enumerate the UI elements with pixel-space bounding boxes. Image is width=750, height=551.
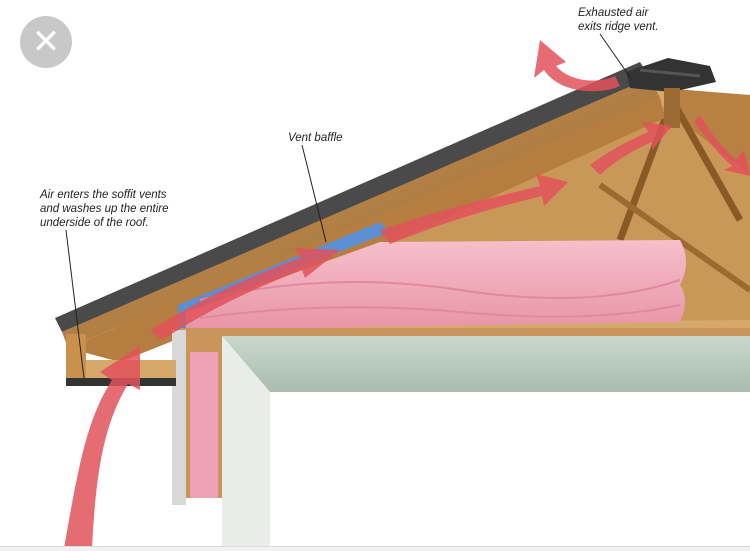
- drywall-ceiling: [222, 336, 750, 392]
- airflow-arrow-right: [694, 115, 750, 176]
- airflow-arrow-exhaust: [534, 40, 620, 92]
- leader-line-exhaust: [599, 33, 633, 81]
- airflow-arrows: [64, 40, 750, 548]
- close-icon: ✕: [31, 22, 61, 62]
- leader-line-soffit: [65, 229, 85, 379]
- callout-soffit: Air enters the soffit vents and washes u…: [40, 189, 169, 229]
- callout-vent-baffle: Vent baffle: [288, 132, 343, 144]
- wall-insulation: [190, 352, 218, 498]
- airflow-arrow-baffle: [150, 248, 340, 340]
- airflow-arrow-soffit: [64, 346, 140, 548]
- truss-member: [668, 98, 744, 222]
- close-button[interactable]: ✕: [20, 16, 72, 68]
- leader-line-baffle: [301, 144, 327, 243]
- roof-sheathing: [62, 78, 660, 348]
- shingles: [55, 62, 650, 332]
- truss-member: [616, 98, 676, 242]
- fascia: [66, 334, 86, 380]
- bottom-edge: [0, 546, 750, 551]
- interior-wall: [222, 336, 270, 551]
- ridge-vent-fin: [639, 68, 701, 78]
- ceiling-joist: [180, 328, 750, 338]
- sheathing-wall: [172, 330, 186, 505]
- ridge-vent: [626, 58, 716, 92]
- callout-exhaust: Exhausted air exits ridge vent.: [578, 7, 659, 33]
- airflow-arrow-attic: [380, 174, 568, 244]
- room-interior: [270, 392, 750, 551]
- insulation-texture: [199, 279, 681, 301]
- ridge-board: [664, 88, 680, 128]
- insulation-texture: [199, 304, 681, 319]
- truss-member: [598, 182, 750, 293]
- airflow-arrow-upper: [590, 122, 672, 175]
- vent-baffle: [178, 222, 390, 470]
